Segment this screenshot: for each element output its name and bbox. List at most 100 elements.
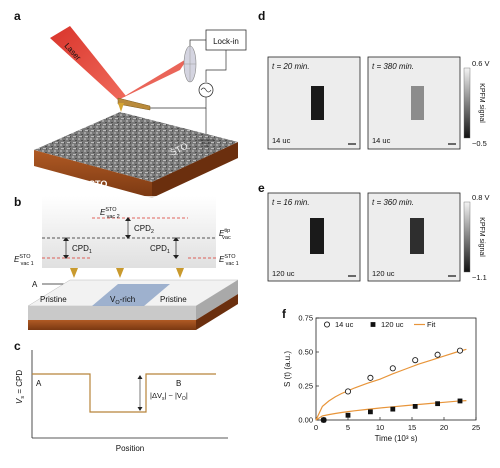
f-point-120uc	[368, 409, 373, 415]
kpfm-stripe-d1	[311, 86, 324, 120]
f-point-120uc	[435, 401, 440, 407]
f-x-tick-label: 25	[472, 423, 480, 432]
f-y-tick-label: 0.25	[298, 382, 313, 391]
cpd-profile-line	[32, 373, 216, 413]
vo-rich-region	[92, 284, 170, 306]
c-annotation: |ΔVs| ~ |VO|	[150, 391, 188, 402]
f-point-120uc	[412, 404, 418, 409]
e-time-1: t = 16 min.	[272, 198, 310, 207]
f-x-tick-label: 0	[314, 423, 318, 432]
d-scale-min: −0.5	[472, 139, 487, 148]
f-y-tick-label: 0.75	[298, 314, 313, 323]
cpd2-label: CPD2	[134, 224, 154, 235]
panel-e-label: e	[258, 181, 265, 195]
panel-a: a Laser Lock-in STO Nb:STO	[14, 9, 247, 198]
e-thickness-2: 120 uc	[372, 269, 395, 278]
f-legend-label: 120 uc	[381, 320, 404, 329]
energy-diagram-bg	[42, 196, 216, 268]
cpd1-left-label: CPD1	[72, 244, 92, 255]
panel-f-label: f	[282, 307, 287, 321]
tip-marker-middle	[116, 268, 124, 278]
pristine-left-label: Pristine	[40, 295, 67, 304]
kpfm-stripe-e1	[310, 218, 324, 254]
f-legend-marker-14uc	[323, 321, 331, 328]
f-point-14uc	[344, 388, 352, 395]
tip-marker-right	[176, 268, 184, 278]
panel-d-label: d	[258, 9, 265, 23]
nbsto-side	[152, 142, 238, 198]
f-x-tick-label: 15	[408, 423, 416, 432]
e-thickness-1: 120 uc	[272, 269, 295, 278]
e-colorbar	[463, 201, 471, 273]
sample-side	[196, 280, 238, 320]
point-a-label: A	[32, 280, 38, 289]
f-legend-label: 14 uc	[335, 320, 354, 329]
sample-front	[28, 306, 196, 320]
d-thickness-2: 14 uc	[372, 136, 391, 145]
e-colorbar-label: KPFM signal	[478, 217, 485, 257]
panel-d: d t = 20 min. 14 uc t = 380 min. 14 uc 0…	[258, 9, 490, 150]
e-time-2: t = 360 min.	[372, 198, 414, 207]
f-fit-line-14uc	[315, 348, 467, 421]
panel-b-label: b	[14, 195, 21, 209]
afm-tip	[118, 103, 124, 112]
f-y-tick-label: 0.50	[298, 348, 313, 357]
f-point-14uc	[412, 357, 419, 364]
panel-c: c A B |ΔVs| ~ |VO| Vs = CPD Position	[14, 339, 228, 453]
f-x-tick-label: 10	[376, 423, 384, 432]
vo-rich-label: VO-rich	[110, 295, 135, 306]
f-point-120uc	[345, 412, 351, 418]
f-point-14uc	[456, 347, 464, 354]
kpfm-stripe-d2	[411, 86, 424, 120]
c-point-b-label: B	[176, 379, 181, 388]
f-point-14uc	[367, 374, 374, 381]
f-plot-frame	[315, 317, 477, 421]
c-point-a-label: A	[36, 379, 42, 388]
d-time-2: t = 380 min.	[372, 62, 414, 71]
panel-a-label: a	[14, 9, 21, 23]
kpfm-stripe-e2	[410, 218, 424, 254]
d-time-1: t = 20 min.	[272, 62, 310, 71]
d-colorbar	[463, 67, 471, 139]
e-scale-min: −1.1	[472, 273, 487, 282]
cantilever	[117, 97, 151, 111]
panel-e: e t = 16 min. 120 uc t = 360 min. 120 uc…	[258, 181, 490, 282]
f-point-14uc	[434, 351, 441, 358]
tip-marker-left	[70, 268, 78, 278]
pristine-right-label: Pristine	[160, 295, 187, 304]
nbsto-label: Nb:STO	[74, 179, 107, 189]
f-point-14uc	[389, 365, 396, 372]
c-y-label: Vs = CPD	[15, 370, 26, 404]
f-x-tick-label: 5	[346, 423, 350, 432]
substrate-side	[196, 294, 238, 330]
panel-c-label: c	[14, 339, 21, 353]
f-y-axis-label: S (t) (a.u.)	[283, 351, 292, 387]
e-scale-max: 0.8 V	[472, 193, 490, 202]
sto-film-top	[34, 112, 238, 182]
c-x-label: Position	[116, 444, 144, 453]
f-point-120uc	[457, 398, 463, 404]
f-point-120uc	[321, 417, 327, 423]
nbsto-front	[34, 150, 152, 198]
substrate-front	[28, 320, 196, 330]
f-x-axis-label: Time (10³ s)	[375, 434, 418, 443]
f-legend-marker-120uc	[370, 322, 376, 327]
f-y-tick-label: 0.00	[298, 416, 313, 425]
f-x-tick-label: 20	[440, 423, 448, 432]
cpd1-right-label: CPD1	[150, 244, 170, 255]
d-scale-max: 0.6 V	[472, 59, 490, 68]
f-legend-label: Fit	[427, 320, 436, 329]
laser-incident-beam	[50, 26, 126, 100]
d-colorbar-label: KPFM signal	[478, 83, 485, 123]
lock-in-label: Lock-in	[213, 37, 239, 46]
laser-reflected-beam	[122, 58, 188, 98]
f-point-120uc	[390, 406, 396, 412]
